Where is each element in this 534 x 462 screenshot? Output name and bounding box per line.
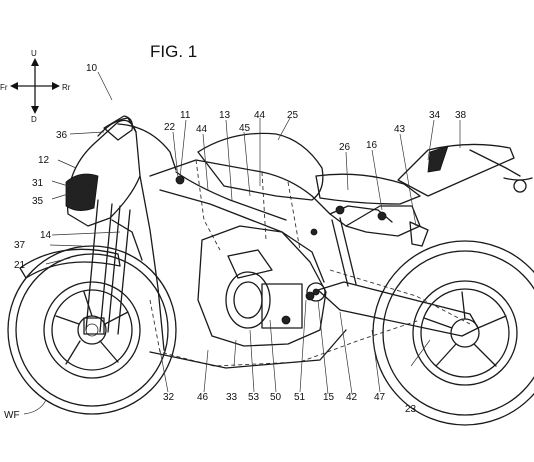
callout-47: 47 [374, 392, 386, 403]
leader-lines [23, 71, 461, 415]
under-cowl [149, 329, 347, 369]
callout-38: 38 [455, 110, 467, 121]
callout-32: 32 [163, 392, 175, 403]
tail-section [397, 143, 533, 197]
callout-35: 35 [32, 196, 44, 207]
callout-45: 45 [239, 123, 251, 134]
callout-wf: WF [4, 410, 20, 421]
callout-44-right: 44 [254, 110, 266, 121]
callout-26: 26 [339, 142, 351, 153]
direction-indicator: U D Fr Rr [0, 49, 71, 124]
callout-33: 33 [226, 392, 238, 403]
callouts: 10 11 12 13 14 15 16 21 22 23 25 26 31 3… [4, 63, 467, 421]
callout-21: 21 [14, 260, 26, 271]
swing-arm [317, 281, 479, 337]
callout-51: 51 [294, 392, 306, 403]
callout-34: 34 [429, 110, 441, 121]
callout-44-left: 44 [196, 124, 208, 135]
chain-line [329, 269, 471, 325]
callout-14: 14 [40, 230, 52, 241]
callout-37: 37 [14, 240, 26, 251]
seat [315, 173, 421, 205]
callout-23: 23 [405, 404, 417, 415]
frame-bolt-a [335, 205, 345, 215]
fuel-tank [197, 132, 324, 201]
pivot-center [312, 288, 320, 296]
callout-10: 10 [86, 63, 98, 74]
direction-up-label: U [31, 49, 37, 58]
rear-shock [331, 217, 357, 287]
callout-53: 53 [248, 392, 260, 403]
pivot-bolt [306, 282, 326, 302]
callout-36: 36 [56, 130, 68, 141]
callout-46: 46 [197, 392, 209, 403]
callout-43: 43 [394, 124, 406, 135]
mirror [103, 115, 133, 141]
direction-rear-label: Rr [62, 83, 71, 92]
frame-bolt-c [310, 228, 318, 236]
callout-42: 42 [346, 392, 358, 403]
callout-25: 25 [287, 110, 299, 121]
callout-11: 11 [180, 110, 191, 121]
callout-13: 13 [219, 110, 231, 121]
callout-50: 50 [270, 392, 282, 403]
callout-31: 31 [32, 178, 44, 189]
callout-15: 15 [323, 392, 335, 403]
frame-bolt-b [377, 211, 387, 221]
front-fender [19, 248, 121, 279]
callout-12: 12 [38, 155, 50, 166]
callout-22: 22 [164, 122, 176, 133]
front-fork [83, 199, 131, 335]
direction-front-label: Fr [0, 83, 8, 92]
figure-title: FIG. 1 [150, 42, 197, 61]
seat-rail [345, 205, 421, 237]
front-fairing [65, 117, 177, 351]
rear-wheel [372, 240, 534, 426]
direction-down-label: D [31, 115, 37, 124]
engine [197, 225, 327, 347]
exhaust-line [149, 299, 421, 367]
heel-guard [409, 221, 429, 247]
callout-16: 16 [366, 140, 378, 151]
